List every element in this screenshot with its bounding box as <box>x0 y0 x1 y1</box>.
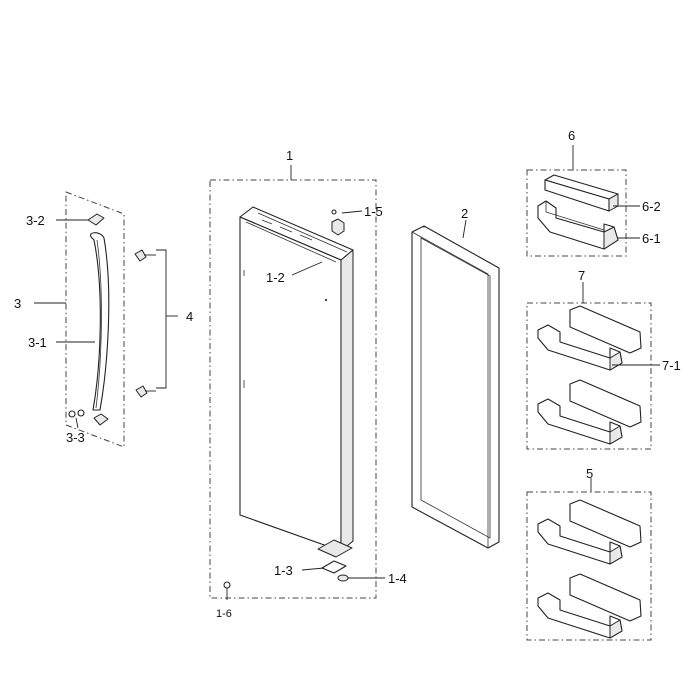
door-assembly <box>209 179 377 600</box>
label-3-2: 3-2 <box>26 213 45 228</box>
label-1-6: 1-6 <box>216 608 232 620</box>
door-gasket <box>411 225 500 549</box>
label-7: 7 <box>578 268 585 283</box>
door-group-boundary <box>209 179 377 599</box>
bin-group-7-boundary <box>526 302 652 450</box>
door-handle <box>90 232 110 411</box>
label-1-5: 1-5 <box>364 204 383 219</box>
label-2: 2 <box>461 206 468 221</box>
bin-group-6-boundary <box>526 169 627 257</box>
bin-group-7 <box>526 302 652 450</box>
label-5: 5 <box>586 466 593 481</box>
label-6: 6 <box>568 128 575 143</box>
door-screw <box>223 581 231 589</box>
label-1-3: 1-3 <box>274 563 293 578</box>
label-4: 4 <box>186 309 193 324</box>
label-6-2: 6-2 <box>642 199 661 214</box>
handle-assembly <box>65 191 125 448</box>
bin-group-5-boundary <box>526 491 652 641</box>
top-hinge-cover <box>331 218 345 236</box>
label-3-3: 3-3 <box>66 430 85 445</box>
handle-screw <box>77 409 85 417</box>
handle-screw <box>68 410 76 418</box>
label-3-1: 3-1 <box>28 335 47 350</box>
handle-cap-top <box>87 213 105 226</box>
handle-mount-screws <box>134 249 178 398</box>
label-6-1: 6-1 <box>642 231 661 246</box>
mount-screw-bottom <box>135 385 148 398</box>
bin-group-5 <box>526 491 652 641</box>
handle-group-boundary <box>65 191 125 448</box>
hinge-washer <box>337 574 349 582</box>
door-bin-7-lower <box>569 379 642 428</box>
label-3: 3 <box>14 296 21 311</box>
door-bin-7-upper <box>569 305 642 354</box>
door-bin-6-1 <box>537 200 619 250</box>
door-panel-side <box>340 249 354 552</box>
door-bin-5-upper <box>569 499 642 548</box>
label-1: 1 <box>286 148 293 163</box>
door-panel-front <box>239 216 342 552</box>
mount-screw-top <box>134 249 147 262</box>
bin-group-6 <box>526 169 627 257</box>
label-1-2: 1-2 <box>266 270 285 285</box>
bottom-hinge <box>317 539 353 558</box>
door-bin-5-lower <box>569 573 642 622</box>
callout-labels: 1 1-5 1-2 1-3 1-4 1-6 2 3 3-1 3-2 3-3 4 … <box>14 128 681 620</box>
label-7-1: 7-1 <box>662 358 681 373</box>
leader-lines <box>34 145 660 579</box>
handle-cap-bottom <box>93 413 109 426</box>
label-1-4: 1-4 <box>388 571 407 586</box>
